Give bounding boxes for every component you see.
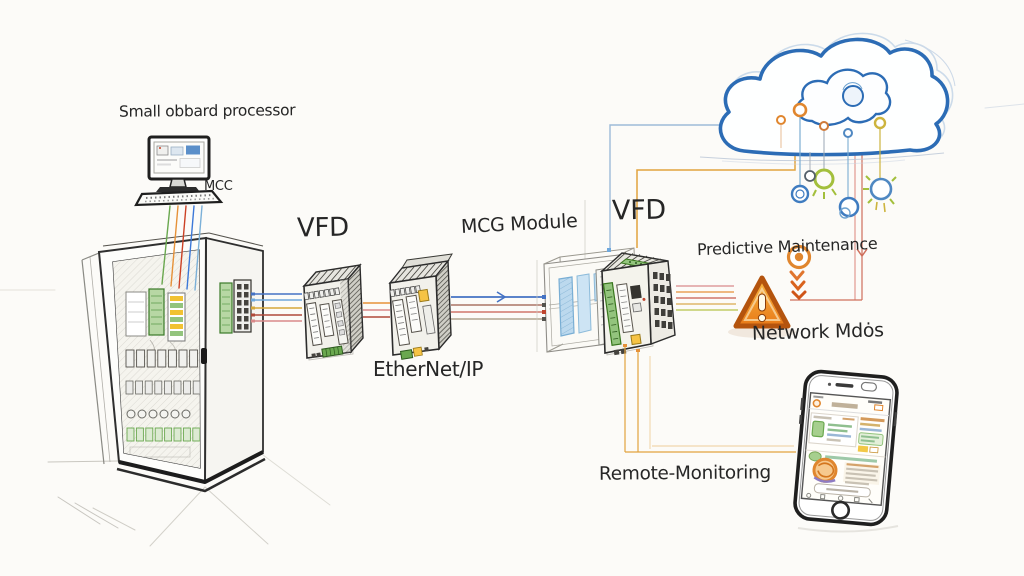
label-remote-monitoring: Remote-Monitoring [598,462,771,485]
cabinet-interior [113,250,200,468]
wires-processor-to-cabinet [161,205,203,291]
line-vfd2-to-cloud-blue [607,124,757,252]
label-vfd1: VFD [296,212,350,244]
wires-vfd2-to-alert [676,285,738,311]
wires-cabinet-to-vfd1 [251,292,302,323]
ethernet-module-icon [388,253,453,360]
wires-vfd1-to-ethernet [363,302,390,318]
monitor-icon [147,135,211,192]
cabinet-icon [81,232,266,493]
predictive-maintenance-alert [728,244,812,338]
cabinet-side-module [219,279,252,334]
vfd2-drive-icon [599,252,676,356]
cabinet-door-handle [201,348,207,364]
floor-sketch-lines [0,103,1024,547]
vfd1-drive-icon [302,263,364,361]
keyboard-icon [134,189,224,207]
wires-ethernet-to-mcg [451,291,544,320]
chevron-down-icons [789,270,807,301]
lines-vfd2-to-phone-orange [623,344,796,453]
label-mcc: MCC [204,179,233,194]
label-network-nodes: Network Mdȯs [751,319,885,345]
phone-nav-icons [806,492,873,504]
label-ethernet-ip: EtherNet/IP [373,357,484,381]
label-small-onboard-processor: Small obbard processor [118,101,296,121]
cloud-icon [699,32,956,165]
label-vfd2: VFD [611,194,667,227]
vfd2-vent-slots [653,272,673,329]
home-button-icon [831,500,851,520]
iot-node-icons [776,102,897,219]
smartphone-icon [793,369,899,527]
